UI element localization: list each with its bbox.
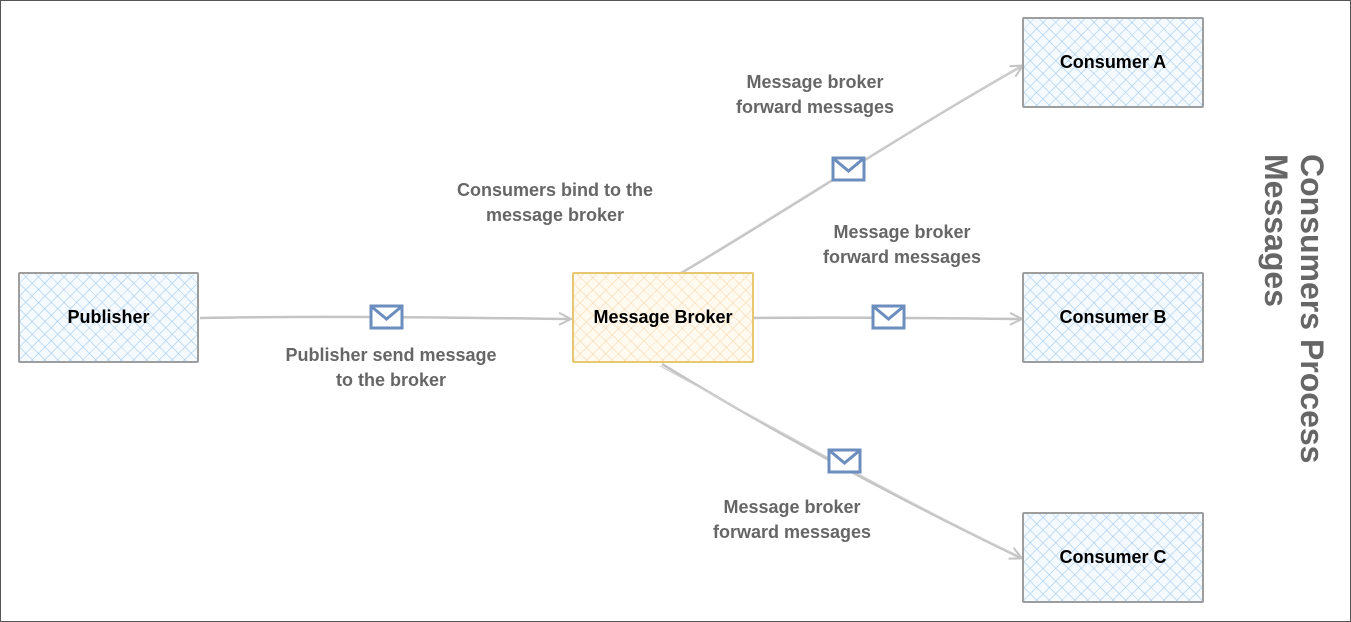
consumer-a-label: Consumer A [1059,52,1167,72]
consumers-bind-label: Consumers bind to the message broker [456,180,653,225]
consumer-b-label: Consumer B [1059,307,1167,327]
consumer-a-node[interactable]: Consumer A [1022,17,1204,108]
envelope-icon [871,304,906,330]
envelope-icon [831,156,866,182]
message-broker-label: Message Broker [593,307,733,327]
publisher-node[interactable]: Publisher [18,272,199,363]
message-broker-node[interactable]: Message Broker [572,272,754,363]
envelope-icon [369,304,404,330]
consumer-c-node[interactable]: Consumer C [1022,512,1204,603]
publisher-send-label: Publisher send message to the broker [285,345,497,390]
consumer-b-node[interactable]: Consumer B [1022,272,1204,363]
arrow-publisher-to-broker [199,317,570,319]
consumer-c-label: Consumer C [1059,547,1167,567]
publisher-label: Publisher [67,307,150,327]
side-title: Consumers Process Messages [1258,154,1330,464]
forward-messages-c-label: Message broker forward messages [712,497,872,542]
envelope-icon [827,448,862,474]
forward-messages-b-label: Message broker forward messages [822,222,982,267]
forward-messages-a-label: Message broker forward messages [735,72,895,117]
